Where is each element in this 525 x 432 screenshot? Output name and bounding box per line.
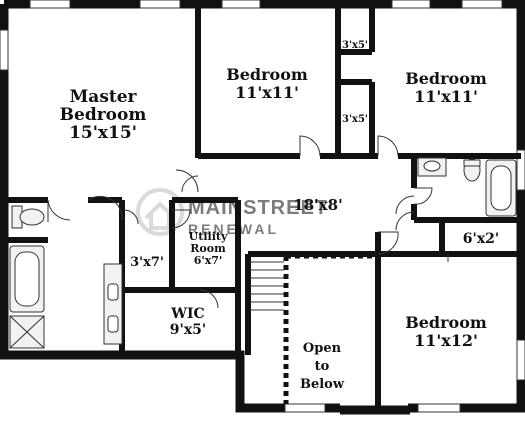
bedroom-4-size: 11'x12' bbox=[414, 331, 478, 350]
linen-closet-size: 3'x7' bbox=[130, 255, 164, 270]
master-bedroom-size: 15'x15' bbox=[69, 123, 137, 143]
open-to-below-line1: Open bbox=[303, 341, 342, 356]
utility-room-name-line1: Utility bbox=[189, 230, 228, 243]
closet-a-size: 3'x5' bbox=[342, 40, 368, 51]
master-bedroom-name-line2: Bedroom bbox=[60, 105, 147, 125]
wic-size: 9'x5' bbox=[170, 322, 206, 338]
master-bedroom-name-line1: Master bbox=[69, 87, 137, 107]
utility-room-size: 6'x7' bbox=[194, 254, 223, 267]
fixtures bbox=[9, 157, 517, 349]
utility-room-name-line2: Room bbox=[190, 242, 226, 255]
bedroom-3-name: Bedroom bbox=[405, 69, 487, 88]
bedroom-3-size: 11'x11' bbox=[414, 87, 478, 106]
windows bbox=[0, 0, 525, 413]
bedroom-2-name: Bedroom bbox=[226, 65, 308, 84]
stairs bbox=[250, 261, 284, 311]
closet-c-size: 6'x2' bbox=[463, 231, 499, 247]
room-labels: Master Bedroom 15'x15' Bedroom 11'x11' 3… bbox=[60, 40, 500, 392]
watermark-line2: RENEWAL bbox=[188, 221, 279, 237]
open-to-below-line2: to bbox=[315, 359, 330, 374]
wic-name: WIC bbox=[170, 306, 204, 322]
open-to-below-rail bbox=[283, 253, 376, 404]
bedroom-2-size: 11'x11' bbox=[235, 83, 299, 102]
open-to-below-line3: Below bbox=[300, 377, 345, 392]
bedroom-4-name: Bedroom bbox=[405, 313, 487, 332]
closet-b-size: 3'x5' bbox=[342, 114, 368, 125]
doors bbox=[47, 135, 449, 309]
hallway-size: 18'x8' bbox=[293, 196, 342, 214]
